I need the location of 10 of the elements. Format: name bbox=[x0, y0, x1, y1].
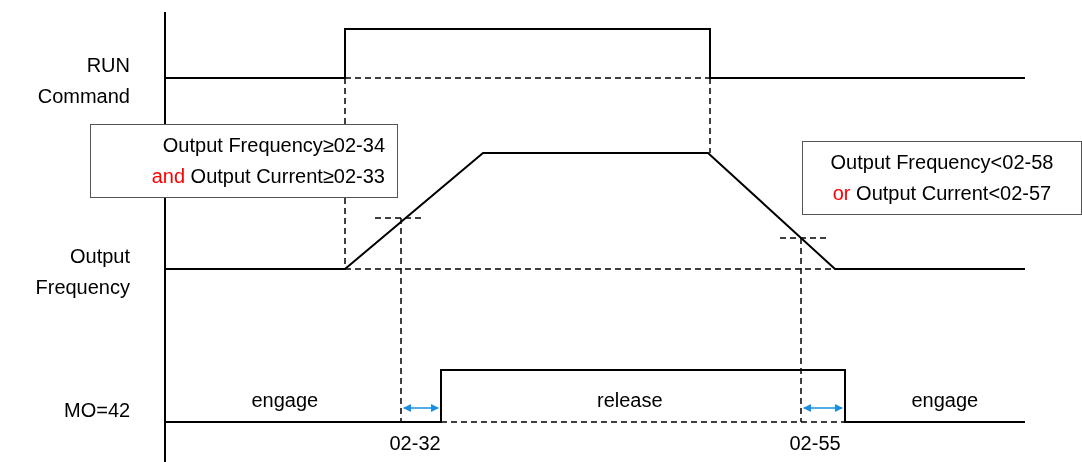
signal-label: RUN Command bbox=[36, 53, 130, 109]
signal-label: MO=42 bbox=[64, 398, 131, 423]
condition-box: Output Frequency<02-58 or Output Current<02-57 bbox=[802, 141, 1082, 215]
state-label: engage bbox=[911, 388, 979, 413]
signal-label: Output Frequency bbox=[34, 244, 130, 300]
parameter-label: 02-32 bbox=[389, 431, 441, 456]
parameter-label: 02-55 bbox=[789, 431, 841, 456]
state-label: release bbox=[597, 388, 663, 413]
condition-box: Output Frequency≥02-34 and Output Current≥02-33 bbox=[90, 124, 398, 198]
state-label: engage bbox=[251, 388, 319, 413]
